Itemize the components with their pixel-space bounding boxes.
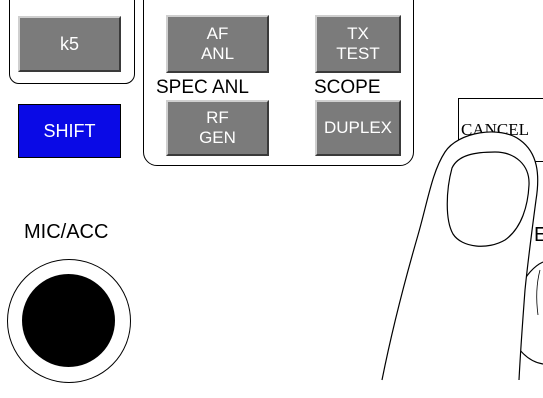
k5-label: k5 [59,34,79,54]
rf-gen-label-line1: RF [206,108,229,127]
shift-button[interactable]: SHIFT [18,104,121,158]
tx-test-label-line2: TEST [336,44,380,63]
k5-button[interactable]: k5 [18,16,121,72]
shift-label: SHIFT [43,120,96,141]
left-key-group-frame [9,0,135,84]
spec-anl-caption: SPEC ANL [156,77,249,98]
measure-key-group-frame [143,0,414,166]
mic-acc-connector-socket [22,274,115,367]
duplex-button[interactable]: DUPLEX [315,100,401,156]
rf-gen-label-line2: GEN [199,128,236,147]
tx-test-button[interactable]: TX TEST [315,15,401,73]
tx-test-label-line1: TX [347,24,369,43]
mic-acc-label: MIC/ACC [24,221,109,243]
partial-connector-label: E [534,224,543,246]
af-anl-label-line2: ANL [200,44,235,63]
af-anl-button[interactable]: AF ANL [166,15,269,73]
scope-caption: SCOPE [314,77,381,98]
mic-acc-connector[interactable] [7,259,131,383]
af-anl-label-line1: AF [206,24,229,43]
duplex-label: DUPLEX [323,118,393,137]
rf-gen-button[interactable]: RF GEN [166,100,269,156]
